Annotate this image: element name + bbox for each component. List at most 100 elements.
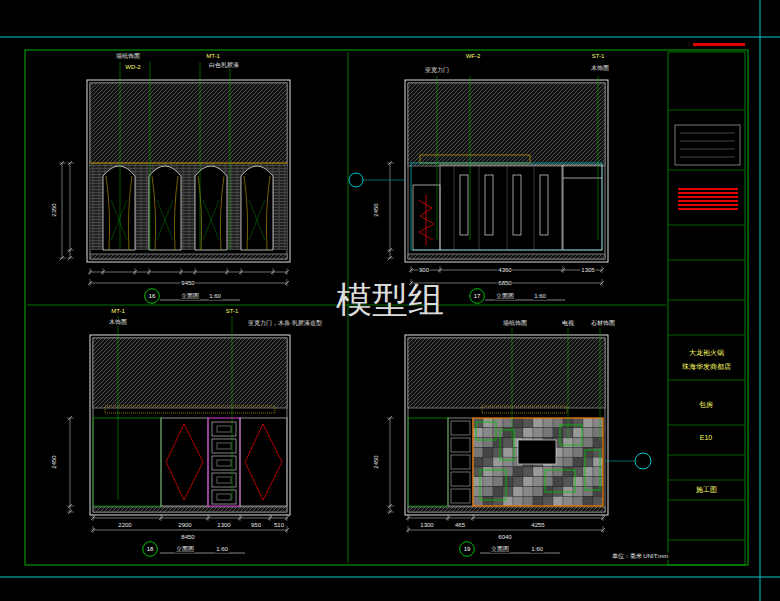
line	[448, 514, 449, 521]
outline	[93, 418, 161, 506]
outline	[503, 496, 513, 506]
line	[93, 518, 287, 519]
line	[0, 37, 780, 38]
line	[485, 300, 565, 301]
outline	[583, 496, 593, 506]
line	[93, 526, 94, 533]
line	[118, 316, 119, 500]
line	[602, 266, 603, 273]
annotation-label: 1305	[580, 267, 595, 274]
line	[200, 62, 201, 250]
outline	[503, 447, 513, 457]
outline	[448, 418, 473, 506]
shape	[418, 195, 434, 245]
line	[668, 540, 745, 541]
outline	[503, 457, 513, 467]
line	[454, 165, 455, 250]
annotation-label: 2350	[51, 202, 58, 217]
outline	[678, 188, 738, 190]
annotation-label: 墙纸饰面	[502, 320, 528, 327]
line	[534, 165, 535, 250]
line	[568, 328, 569, 440]
annotation-label: 珠海华发商都店	[681, 363, 732, 371]
outline	[543, 428, 553, 438]
outline	[543, 486, 553, 496]
outline	[105, 406, 275, 413]
annotation-label: 2450	[51, 454, 58, 469]
outline	[217, 460, 231, 466]
outline	[573, 438, 583, 448]
elevation-marker: 18	[142, 541, 158, 557]
outline	[583, 477, 593, 487]
line	[67, 258, 74, 259]
outline	[523, 418, 533, 428]
outline	[208, 418, 240, 506]
outline	[473, 428, 483, 438]
outline	[543, 477, 553, 487]
line	[480, 553, 560, 554]
line	[411, 266, 412, 273]
outline	[678, 192, 738, 194]
shape	[157, 200, 173, 240]
outline	[480, 470, 506, 500]
outline	[413, 185, 440, 250]
line	[270, 514, 271, 521]
annotation-label: 4360	[497, 267, 512, 274]
annotation-label: 950	[250, 522, 262, 529]
outline	[563, 447, 573, 457]
outline	[25, 50, 748, 565]
line	[408, 514, 409, 521]
outline	[593, 438, 603, 448]
line	[90, 279, 91, 286]
shape	[152, 176, 178, 250]
outline	[473, 447, 483, 457]
outline	[483, 457, 493, 467]
annotation-label: 施工图	[695, 486, 718, 494]
line	[90, 272, 287, 273]
annotation-label: 大龙袍火锅	[688, 349, 725, 357]
line	[150, 62, 151, 250]
outline	[473, 438, 483, 448]
annotation-label: 6850	[497, 280, 512, 287]
line	[479, 165, 480, 250]
outline	[668, 52, 745, 565]
line	[195, 268, 196, 275]
outline	[593, 418, 603, 428]
outline	[405, 80, 608, 262]
line	[230, 62, 231, 250]
line	[90, 162, 287, 163]
annotation-label: 4255	[530, 522, 545, 529]
line	[668, 170, 745, 171]
line	[67, 418, 74, 419]
outline	[533, 428, 543, 438]
outline	[93, 338, 287, 512]
line	[603, 526, 604, 533]
outline	[408, 338, 605, 512]
outline	[93, 507, 287, 512]
outline	[553, 477, 563, 487]
annotation-label: ST-1	[225, 308, 240, 315]
line	[563, 178, 602, 179]
outline	[593, 428, 603, 438]
annotation-label: E10	[699, 434, 713, 442]
line	[668, 110, 745, 111]
outline	[573, 477, 583, 487]
outline	[563, 477, 573, 487]
outline	[553, 486, 563, 496]
outline	[473, 486, 483, 496]
shape	[106, 176, 132, 250]
outline	[408, 83, 605, 259]
outline	[583, 457, 593, 467]
line	[563, 266, 564, 273]
outline	[212, 422, 236, 436]
outline	[678, 204, 738, 206]
outline	[483, 428, 493, 438]
outline	[563, 486, 573, 496]
line	[208, 514, 209, 521]
line	[232, 316, 233, 500]
annotation-label: 电视	[561, 320, 575, 327]
outline	[212, 456, 236, 470]
outline	[90, 83, 287, 166]
line	[473, 514, 474, 521]
outline	[573, 467, 583, 477]
